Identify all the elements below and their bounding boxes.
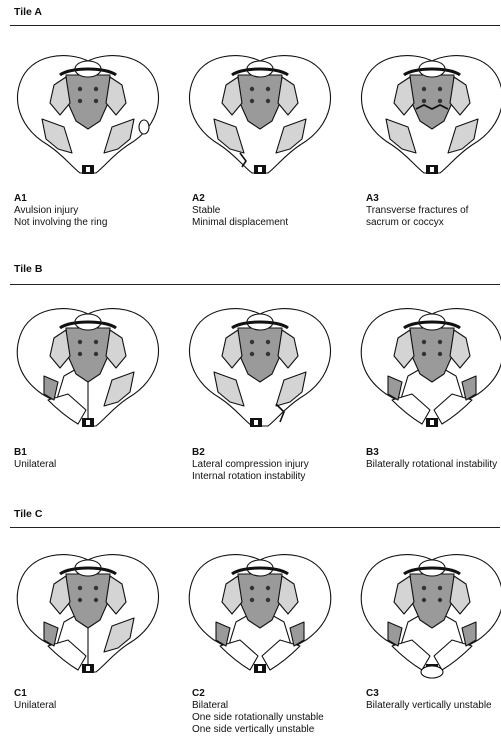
sacral-foramen <box>94 586 98 590</box>
diagram-a3 <box>352 45 501 180</box>
sacral-foramen <box>250 87 254 91</box>
sacral-foramen <box>266 586 270 590</box>
caption-code: B2 <box>192 447 309 459</box>
sacral-foramen <box>266 340 270 344</box>
caption-c3: C3 Bilaterally vertically unstable <box>366 688 492 712</box>
caption-code: C3 <box>366 688 492 700</box>
sacral-foramen <box>438 352 442 356</box>
caption-line: Lateral compression injury <box>192 459 309 471</box>
caption-b3: B3 Bilaterally rotational instability <box>366 447 497 471</box>
sacral-foramen <box>94 99 98 103</box>
caption-line: One side vertically unstable <box>192 724 324 736</box>
caption-line: Unilateral <box>14 459 56 471</box>
sacrum <box>410 328 454 382</box>
caption-code: B3 <box>366 447 497 459</box>
sacral-foramen <box>78 352 82 356</box>
sacral-foramen <box>78 87 82 91</box>
symphysis-gap <box>430 420 434 425</box>
displaced-symphysis <box>421 666 443 678</box>
caption-code: A3 <box>366 193 468 205</box>
symphysis-gap <box>254 420 258 425</box>
sacral-foramen <box>94 598 98 602</box>
symphysis-gap <box>258 167 262 172</box>
sacral-foramen <box>438 586 442 590</box>
sacral-foramen <box>250 340 254 344</box>
caption-line: Unilateral <box>14 700 56 712</box>
sacral-foramen <box>250 99 254 103</box>
caption-line: Internal rotation instability <box>192 471 309 483</box>
sacral-foramen <box>438 87 442 91</box>
sacral-foramen <box>78 586 82 590</box>
caption-c2: C2 Bilateral One side rotationally unsta… <box>192 688 324 736</box>
caption-code: B1 <box>14 447 56 459</box>
sacral-foramen <box>422 586 426 590</box>
sacral-foramen <box>438 598 442 602</box>
sacral-foramen <box>94 340 98 344</box>
sacral-foramen <box>78 340 82 344</box>
sacral-foramen <box>438 99 442 103</box>
caption-code: A2 <box>192 193 288 205</box>
sacral-foramen <box>250 586 254 590</box>
sacral-foramen <box>78 598 82 602</box>
sacral-foramen <box>422 340 426 344</box>
caption-b1: B1 Unilateral <box>14 447 56 471</box>
caption-line: Minimal displacement <box>192 217 288 229</box>
sacral-foramen <box>266 598 270 602</box>
diagram-a2 <box>180 45 350 180</box>
caption-line: Avulsion injury <box>14 205 107 217</box>
section-divider <box>10 527 500 528</box>
caption-a3: A3 Transverse fractures of sacrum or coc… <box>366 193 468 229</box>
diagram-b2 <box>180 298 350 433</box>
section-title-tile-b: Tile B <box>14 263 42 275</box>
section-title-tile-a: Tile A <box>14 6 42 18</box>
symphysis-gap <box>430 167 434 172</box>
avulsion-fragment <box>139 120 149 134</box>
caption-line: Bilaterally rotational instability <box>366 459 497 471</box>
sacral-foramen <box>250 352 254 356</box>
caption-a1: A1 Avulsion injury Not involving the rin… <box>14 193 107 229</box>
diagram-c3 <box>352 544 501 679</box>
caption-line: Stable <box>192 205 288 217</box>
caption-code: A1 <box>14 193 107 205</box>
sacral-foramen <box>422 87 426 91</box>
symphysis-gap <box>86 420 90 425</box>
symphysis-gap <box>86 167 90 172</box>
caption-line: Not involving the ring <box>14 217 107 229</box>
caption-line: sacrum or coccyx <box>366 217 468 229</box>
caption-c1: C1 Unilateral <box>14 688 56 712</box>
sacral-foramen <box>94 87 98 91</box>
caption-line: Transverse fractures of <box>366 205 468 217</box>
sacral-foramen <box>266 87 270 91</box>
symphysis-gap <box>86 666 90 671</box>
section-title-tile-c: Tile C <box>14 508 42 520</box>
caption-line: Bilaterally vertically unstable <box>366 700 492 712</box>
sacrum <box>410 574 454 628</box>
symphysis-gap <box>258 666 262 671</box>
diagram-c2 <box>180 544 350 679</box>
caption-a2: A2 Stable Minimal displacement <box>192 193 288 229</box>
diagram-b3 <box>352 298 501 433</box>
sacral-foramen <box>422 352 426 356</box>
sacrum <box>238 574 282 628</box>
sacral-foramen <box>422 598 426 602</box>
diagram-b1 <box>8 298 178 433</box>
sacral-foramen <box>266 99 270 103</box>
diagram-a1 <box>8 45 178 180</box>
sacral-foramen <box>250 598 254 602</box>
caption-b2: B2 Lateral compression injury Internal r… <box>192 447 309 483</box>
sacral-foramen <box>78 99 82 103</box>
sacral-foramen <box>266 352 270 356</box>
caption-code: C1 <box>14 688 56 700</box>
section-divider <box>10 25 500 26</box>
caption-code: C2 <box>192 688 324 700</box>
sacral-foramen <box>422 99 426 103</box>
sacral-foramen <box>438 340 442 344</box>
caption-line: One side rotationally unstable <box>192 712 324 724</box>
sacral-foramen <box>94 352 98 356</box>
section-divider <box>10 284 500 285</box>
diagram-c1 <box>8 544 178 679</box>
caption-line: Bilateral <box>192 700 324 712</box>
